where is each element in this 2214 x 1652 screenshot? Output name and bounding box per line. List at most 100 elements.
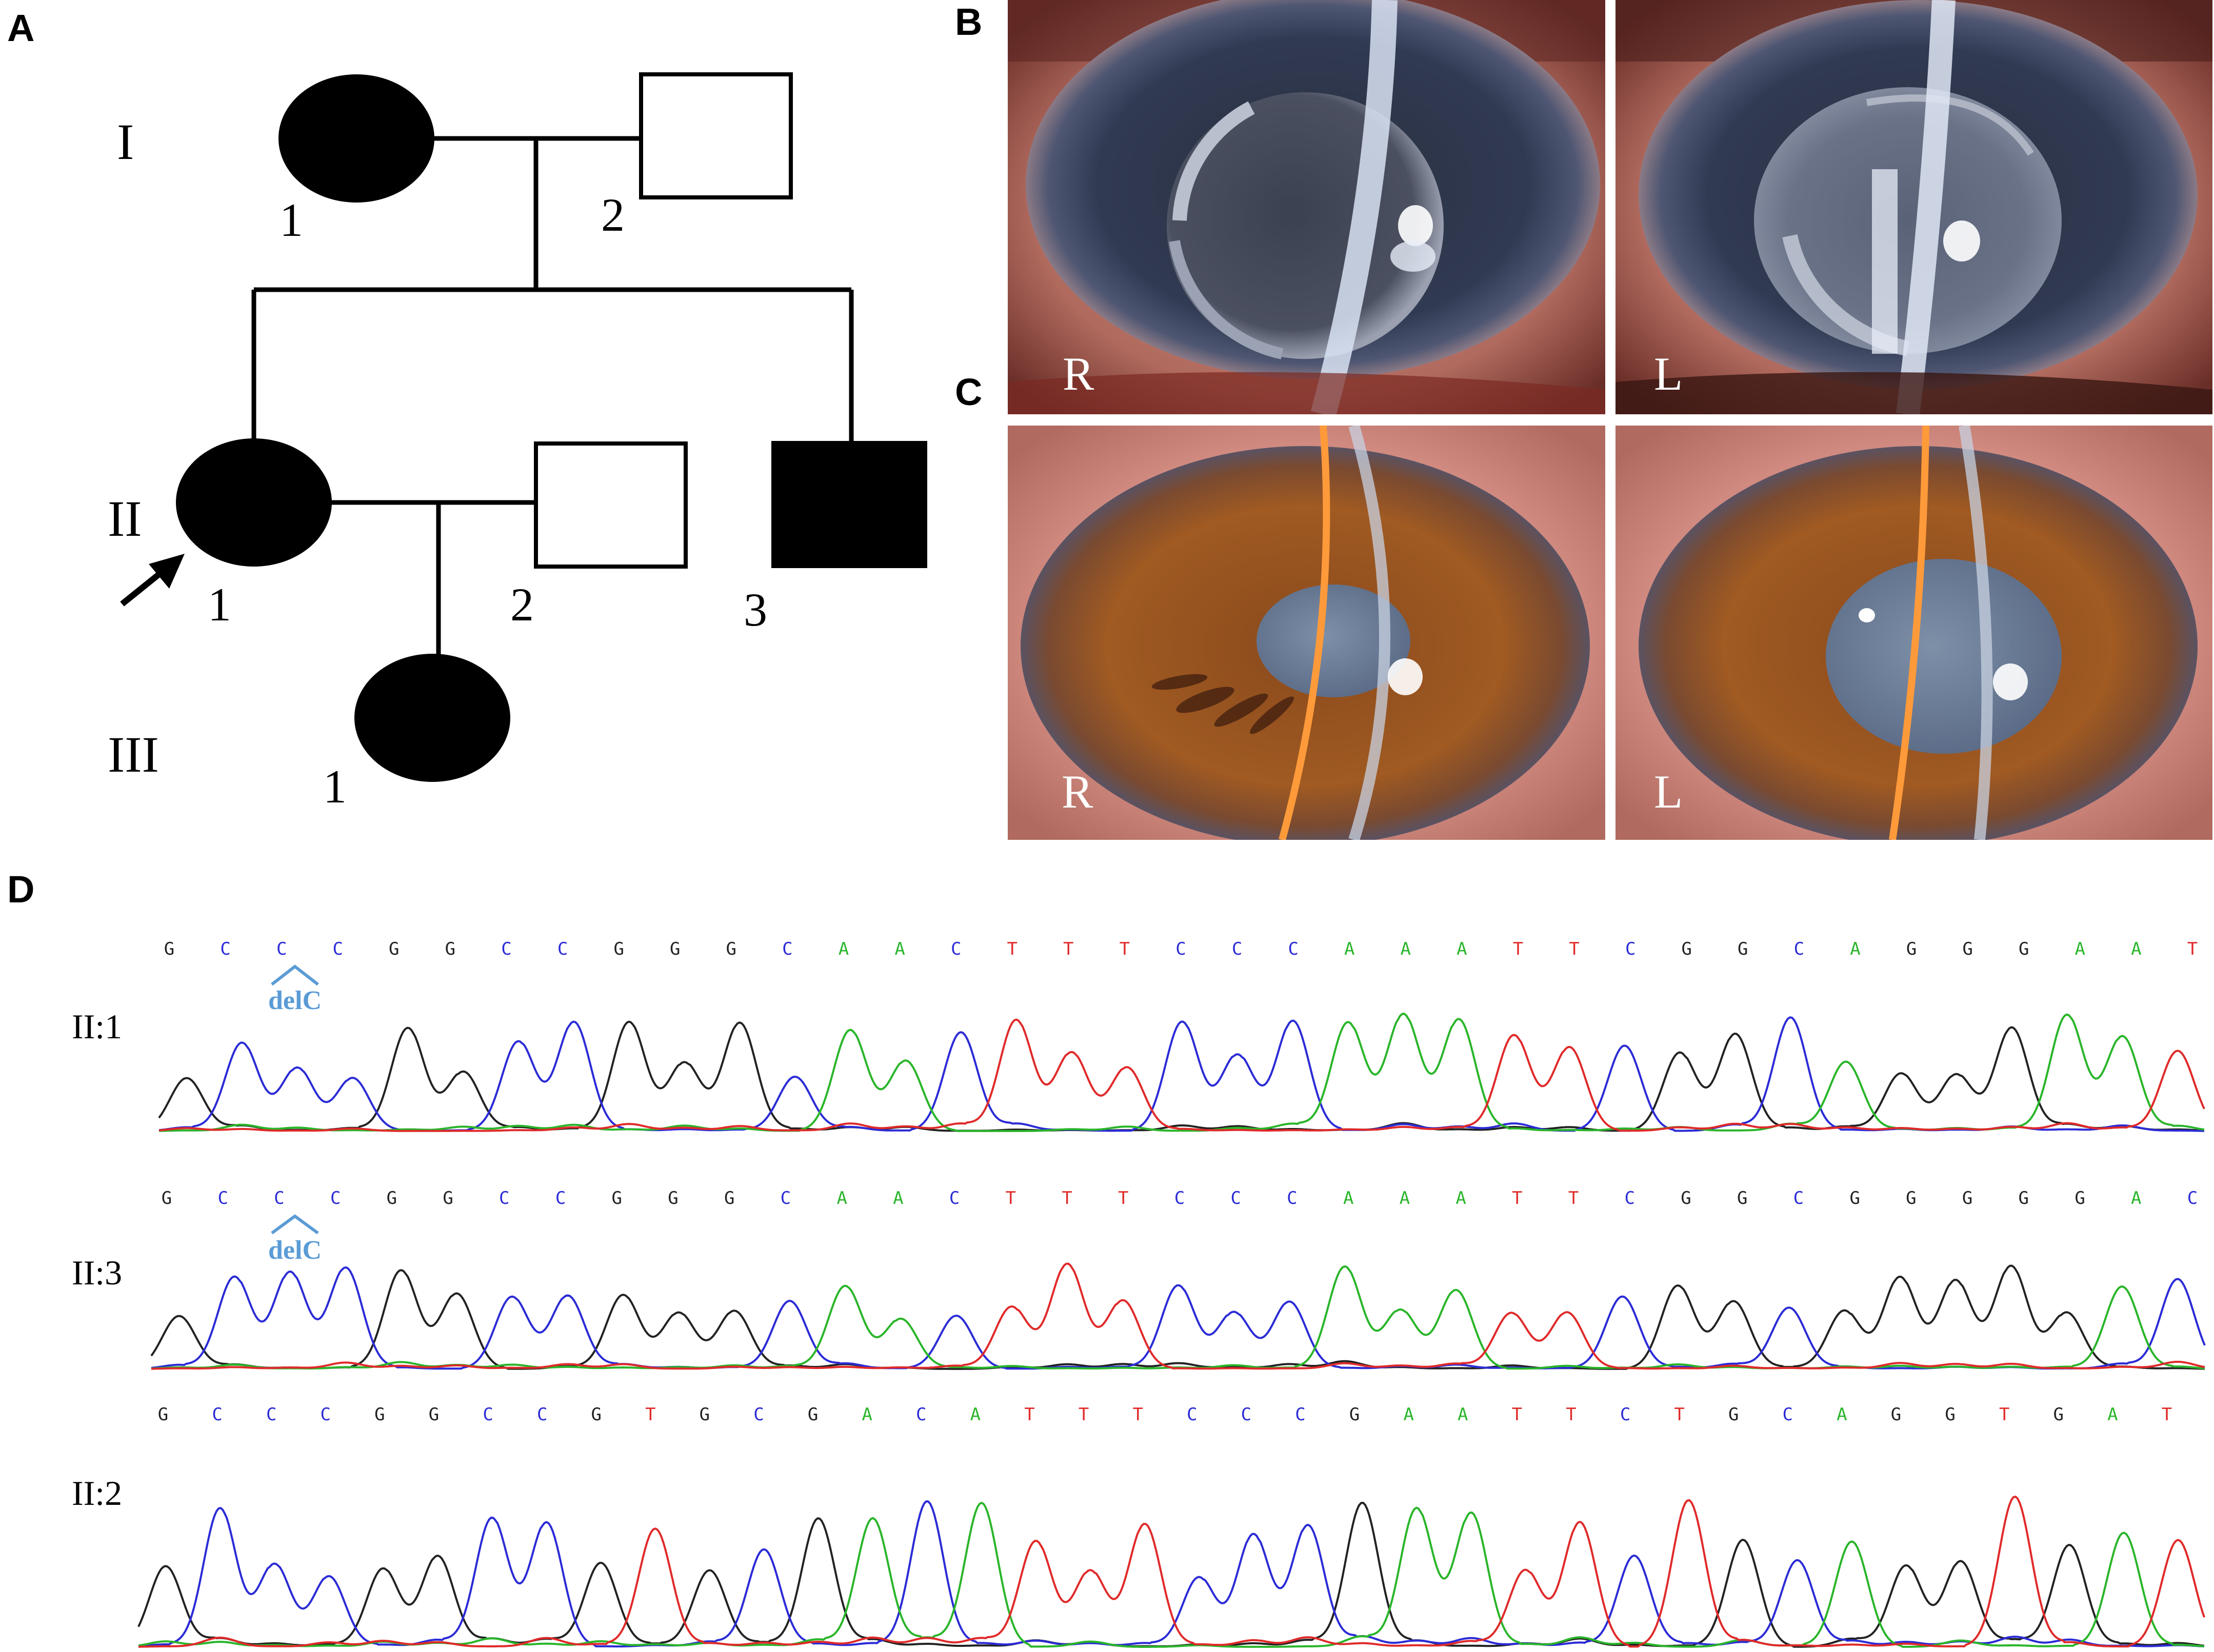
base-call: T [2162, 1404, 2172, 1425]
base-call: C [1241, 1404, 1251, 1425]
base-call: T [1132, 1404, 1143, 1425]
pedigree [251, 136, 854, 661]
generation-label-i: I [117, 113, 134, 170]
pedigree-i-1-affected-female [278, 74, 434, 203]
trace-channel-t [151, 1262, 2205, 1370]
base-call: A [1850, 939, 1860, 959]
chromatogram-trace-2 [150, 1262, 2206, 1370]
base-call: G [726, 939, 736, 959]
base-call: C [1295, 1404, 1305, 1425]
base-call: C [782, 939, 792, 959]
base-call: A [862, 1404, 872, 1425]
base-call: T [1120, 939, 1130, 959]
trace-channel-t [158, 1018, 2205, 1132]
trace-channel-g [137, 1502, 2205, 1648]
base-call: G [1728, 1404, 1739, 1425]
pedigree-ii-2-unaffected-male [534, 441, 688, 569]
trace-label-1: II:1 [72, 1007, 122, 1046]
base-call: G [1681, 1188, 1691, 1208]
base-call: G [1906, 939, 1917, 959]
individual-label-iii-1: 1 [323, 760, 347, 813]
photo-label-c-right: R [1062, 765, 1093, 818]
base-call: A [1458, 1404, 1468, 1425]
base-call: G [1962, 1188, 1972, 1208]
base-call: C [499, 1188, 509, 1208]
base-call: G [158, 1404, 168, 1425]
base-call: C [555, 1188, 566, 1208]
base-call: T [1063, 939, 1073, 959]
pedigree-ii-1-affected-female [176, 438, 332, 567]
base-call: A [894, 939, 905, 959]
base-call: C [1187, 1404, 1197, 1425]
base-call: T [1118, 1188, 1128, 1208]
base-call: G [700, 1404, 710, 1425]
base-call: A [1343, 1188, 1353, 1208]
base-call: C [1794, 939, 1804, 959]
photo-b-left-eye: L [1615, 0, 2212, 414]
base-call: G [2075, 1188, 2085, 1208]
trace-channel-g [150, 1264, 2205, 1370]
base-call: C [501, 939, 511, 959]
chromatogram-trace-1 [158, 1013, 2205, 1132]
base-call: A [970, 1404, 981, 1425]
base-call: T [2187, 939, 2198, 959]
base-call: A [836, 1188, 847, 1208]
base-call: C [2187, 1188, 2198, 1208]
base-call: G [445, 939, 455, 959]
base-call: G [724, 1188, 734, 1208]
base-call: A [2075, 939, 2085, 959]
base-call: G [670, 939, 680, 959]
base-call: C [951, 939, 961, 959]
base-call: C [1288, 939, 1298, 959]
base-call: G [389, 939, 399, 959]
base-call: G [443, 1188, 453, 1208]
individual-label-ii-3: 3 [744, 583, 767, 636]
trace-channel-c [138, 1500, 2205, 1648]
base-call: T [1674, 1404, 1684, 1425]
base-call: C [916, 1404, 926, 1425]
base-call: C [781, 1188, 791, 1208]
base-call: C [1620, 1404, 1630, 1425]
base-call: C [276, 939, 287, 959]
base-call: G [2019, 939, 2029, 959]
base-call: A [1455, 1188, 1466, 1208]
base-call: T [645, 1404, 655, 1425]
chromatogram-trace-3 [137, 1495, 2205, 1648]
base-call: T [1007, 939, 1018, 959]
base-call: T [1999, 1404, 2009, 1425]
base-call: A [1401, 939, 1411, 959]
base-call: C [557, 939, 568, 959]
base-call: C [1287, 1188, 1297, 1208]
base-call: T [1513, 939, 1523, 959]
base-call: A [1400, 1188, 1410, 1208]
panel-letter-b: B [955, 1, 982, 43]
base-call: G [164, 939, 174, 959]
base-call: G [2053, 1404, 2064, 1425]
base-call: G [1906, 1188, 1916, 1208]
base-call: T [1569, 939, 1579, 959]
base-call: A [1837, 1404, 1847, 1425]
delc-annotation-2: delC [268, 1236, 322, 1265]
base-call: G [591, 1404, 602, 1425]
base-call: G [1849, 1188, 1860, 1208]
pedigree-symbols [120, 72, 927, 782]
base-call: G [1738, 939, 1748, 959]
base-call: C [753, 1404, 764, 1425]
trace-channel-a [158, 1013, 2205, 1132]
trace-channel-c [158, 1016, 2204, 1132]
panel-letter-a: A [7, 7, 34, 49]
trace-channel-g [158, 1020, 2205, 1132]
base-call: C [266, 1404, 276, 1425]
base-call: G [429, 1404, 439, 1425]
base-call: G [374, 1404, 385, 1425]
individual-label-ii-2: 2 [510, 578, 534, 631]
base-call: G [2019, 1188, 2029, 1208]
base-call: G [808, 1404, 818, 1425]
base-call: G [1962, 939, 1972, 959]
base-call: A [2131, 939, 2141, 959]
